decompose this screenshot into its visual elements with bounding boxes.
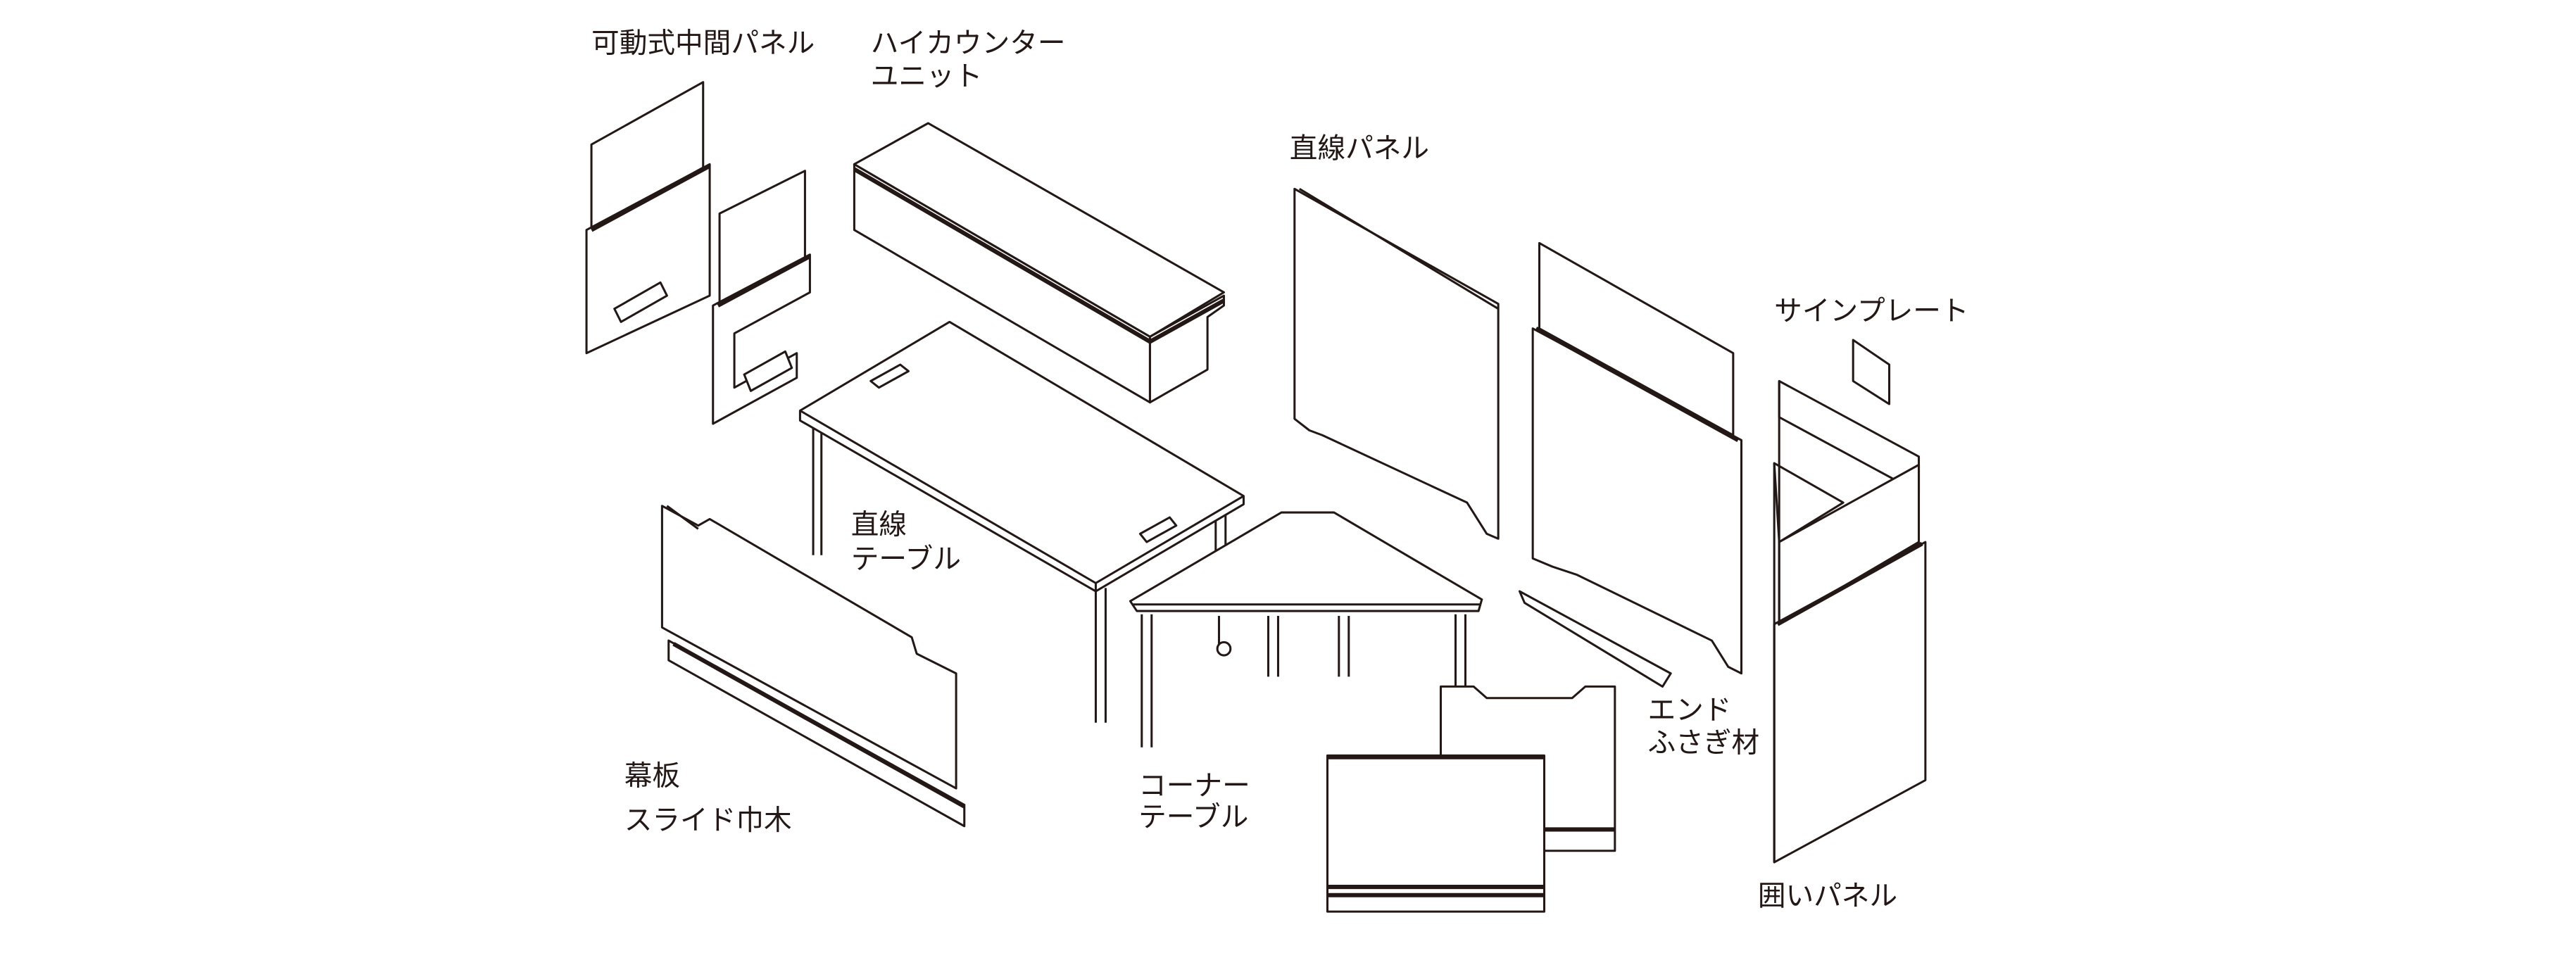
label-modesty-panel: 幕板	[624, 759, 680, 792]
movable-mid-panel-b	[712, 170, 811, 425]
label-high-counter-2: ユニット	[871, 60, 983, 92]
straight-panel-with-upper	[1531, 241, 1743, 675]
modesty-panel	[660, 505, 957, 790]
side-box-unit	[1326, 685, 1616, 913]
end-cap-strip	[1518, 590, 1672, 688]
label-movable-mid-panel: 可動式中間パネル	[591, 27, 815, 60]
straight-table	[798, 320, 1245, 723]
label-enclosure-panel: 囲いパネル	[1758, 880, 1897, 912]
label-straight-table-2: テーブル	[851, 543, 961, 575]
straight-panel	[1293, 187, 1500, 540]
label-corner-table-1: コーナー	[1138, 769, 1250, 802]
label-straight-table-1: 直線	[851, 508, 907, 541]
sign-plate	[1852, 339, 1891, 405]
label-corner-table-2: テーブル	[1138, 801, 1248, 833]
slide-baseboard	[667, 639, 966, 828]
label-slide-baseboard: スライド巾木	[624, 804, 792, 836]
enclosure-panel	[1773, 379, 1927, 864]
label-straight-panel: 直線パネル	[1290, 132, 1429, 165]
movable-mid-panel-a	[585, 81, 711, 355]
label-end-cap-1: エンド	[1648, 694, 1732, 726]
label-high-counter-1: ハイカウンター	[871, 27, 1066, 60]
label-sign-plate: サインプレート	[1774, 295, 1968, 327]
high-counter-unit	[853, 122, 1225, 404]
label-end-cap-2: ふさぎ材	[1648, 727, 1760, 759]
corner-table	[1129, 511, 1483, 748]
